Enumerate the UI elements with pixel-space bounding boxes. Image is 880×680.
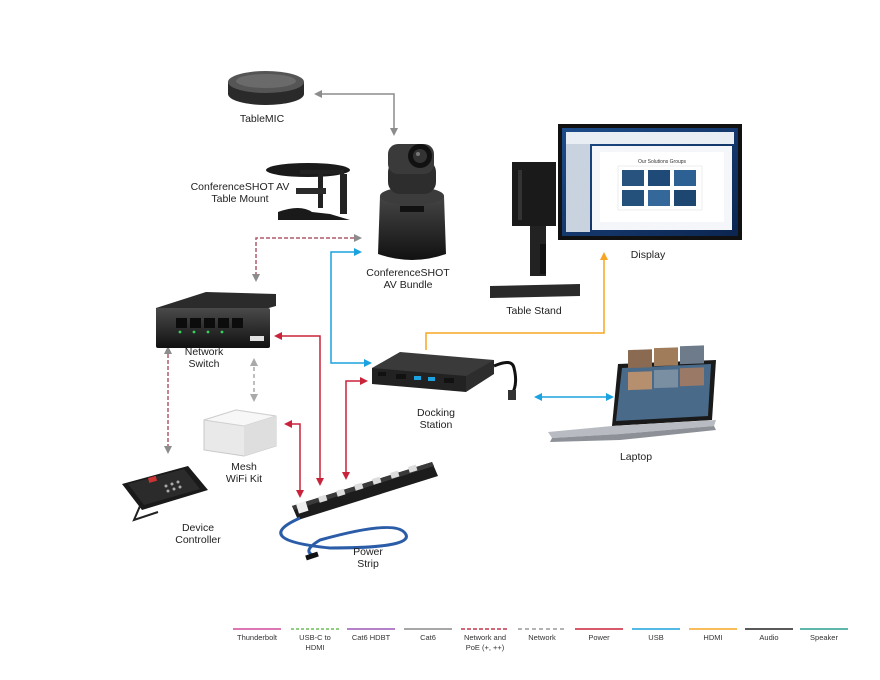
tablemic-device [228, 71, 304, 105]
link-camera-dock [330, 248, 372, 367]
legend-label-9: Audio [759, 633, 778, 642]
legend-label-10: Speaker [810, 633, 838, 642]
legend-label-0: Thunderbolt [237, 633, 278, 642]
link-dock-display [425, 252, 608, 350]
laptop-device [548, 345, 716, 442]
link-switch-power [274, 332, 324, 486]
power-strip-label-1: Power [353, 546, 383, 558]
mesh-label-2: WiFi Kit [226, 473, 262, 485]
device-controller-device [122, 466, 208, 522]
conferenceshot-camera-device [378, 144, 446, 260]
camera-label-2: AV Bundle [384, 279, 433, 291]
dock-label-2: Station [420, 419, 453, 431]
power-strip-label-2: Strip [357, 558, 379, 570]
screen-title: Our Solutions Groups [638, 159, 687, 165]
camera-label-1: ConferenceSHOT [366, 267, 450, 279]
link-mesh-power [284, 420, 304, 498]
network-switch-device [156, 292, 276, 348]
legend-label-7: USB [648, 633, 663, 642]
legend-label-1a: USB-C to [299, 633, 331, 642]
switch-label-2: Switch [189, 358, 220, 370]
display-label: Display [631, 249, 666, 261]
switch-label-1: Network [185, 346, 224, 358]
laptop-label: Laptop [620, 451, 652, 463]
legend-label-6: Power [588, 633, 610, 642]
legend: Thunderbolt USB-C to HDMI Cat6 HDBT Cat6… [233, 628, 848, 652]
display-device: Our Solutions Groups [490, 124, 742, 298]
legend-label-4b: PoE (+, ++) [466, 643, 505, 652]
legend-label-3: Cat6 [420, 633, 436, 642]
table-mount-label-1: ConferenceSHOT AV [191, 181, 290, 193]
tablemic-label: TableMIC [240, 113, 285, 125]
link-camera-switch [252, 234, 362, 282]
legend-label-4a: Network and [464, 633, 506, 642]
legend-label-2: Cat6 HDBT [352, 633, 391, 642]
legend-label-5: Network [528, 633, 556, 642]
dock-label-1: Docking [417, 407, 455, 419]
legend-label-8: HDMI [703, 633, 722, 642]
controller-label-1: Device [182, 522, 214, 534]
table-mount-label-2: Table Mount [211, 193, 268, 205]
mesh-wifi-device [203, 409, 277, 457]
table-stand-label: Table Stand [506, 305, 562, 317]
controller-label-2: Controller [175, 534, 221, 546]
legend-label-1b: HDMI [305, 643, 324, 652]
power-strip-device [279, 462, 438, 561]
link-tablemic-camera [314, 90, 398, 136]
table-mount-device [266, 163, 350, 220]
mesh-label-1: Mesh [231, 461, 257, 473]
docking-station-device [372, 352, 518, 400]
link-dock-power [342, 377, 368, 480]
